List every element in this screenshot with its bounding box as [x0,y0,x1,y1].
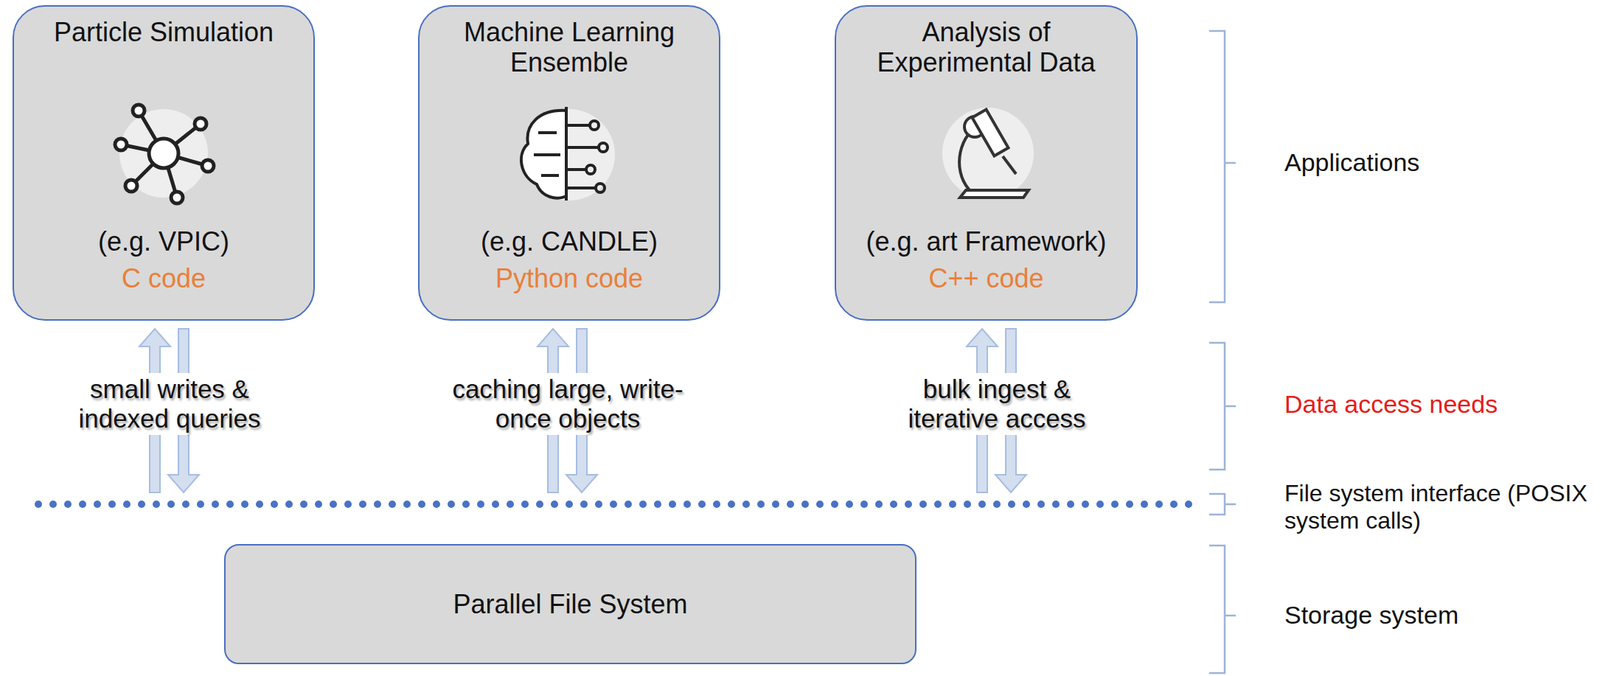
language-name: C++ code [839,263,1135,294]
example-name: (e.g. art Framework) [839,226,1135,257]
data-access-label: caching large, write-once objects [423,373,713,436]
application-box: Machine Learning Ensemble (e.g. CANDLE) Py… [418,5,721,321]
data-access-label: bulk ingest & iterative access [874,373,1120,436]
box-heading: Particle Simulation [30,16,297,48]
storage-box: Parallel File System [224,544,917,665]
language-name: C code [16,263,312,294]
file-system-interface-dotted-line [38,500,1204,509]
brackets [1209,30,1236,674]
example-name: (e.g. CANDLE) [421,226,717,257]
language-name: Python code [421,263,717,294]
application-box: Particle Simulation (e.g. VPIC) C code [12,5,315,321]
box-heading: Parallel File System [225,589,916,620]
example-name: (e.g. VPIC) [16,226,312,257]
layer-label: File system interface (POSIX system call… [1284,480,1595,535]
box-heading: Analysis of Experimental Data [853,16,1120,79]
box-heading: Machine Learning Ensemble [436,16,702,79]
data-access-label: small writes & indexed queries [43,373,296,436]
layer-label: Data access needs [1284,390,1595,419]
layer-label: Applications [1284,148,1580,177]
layer-label: Storage system [1284,600,1580,630]
application-box: Analysis of Experimental Data (e.g. art F… [834,5,1138,321]
